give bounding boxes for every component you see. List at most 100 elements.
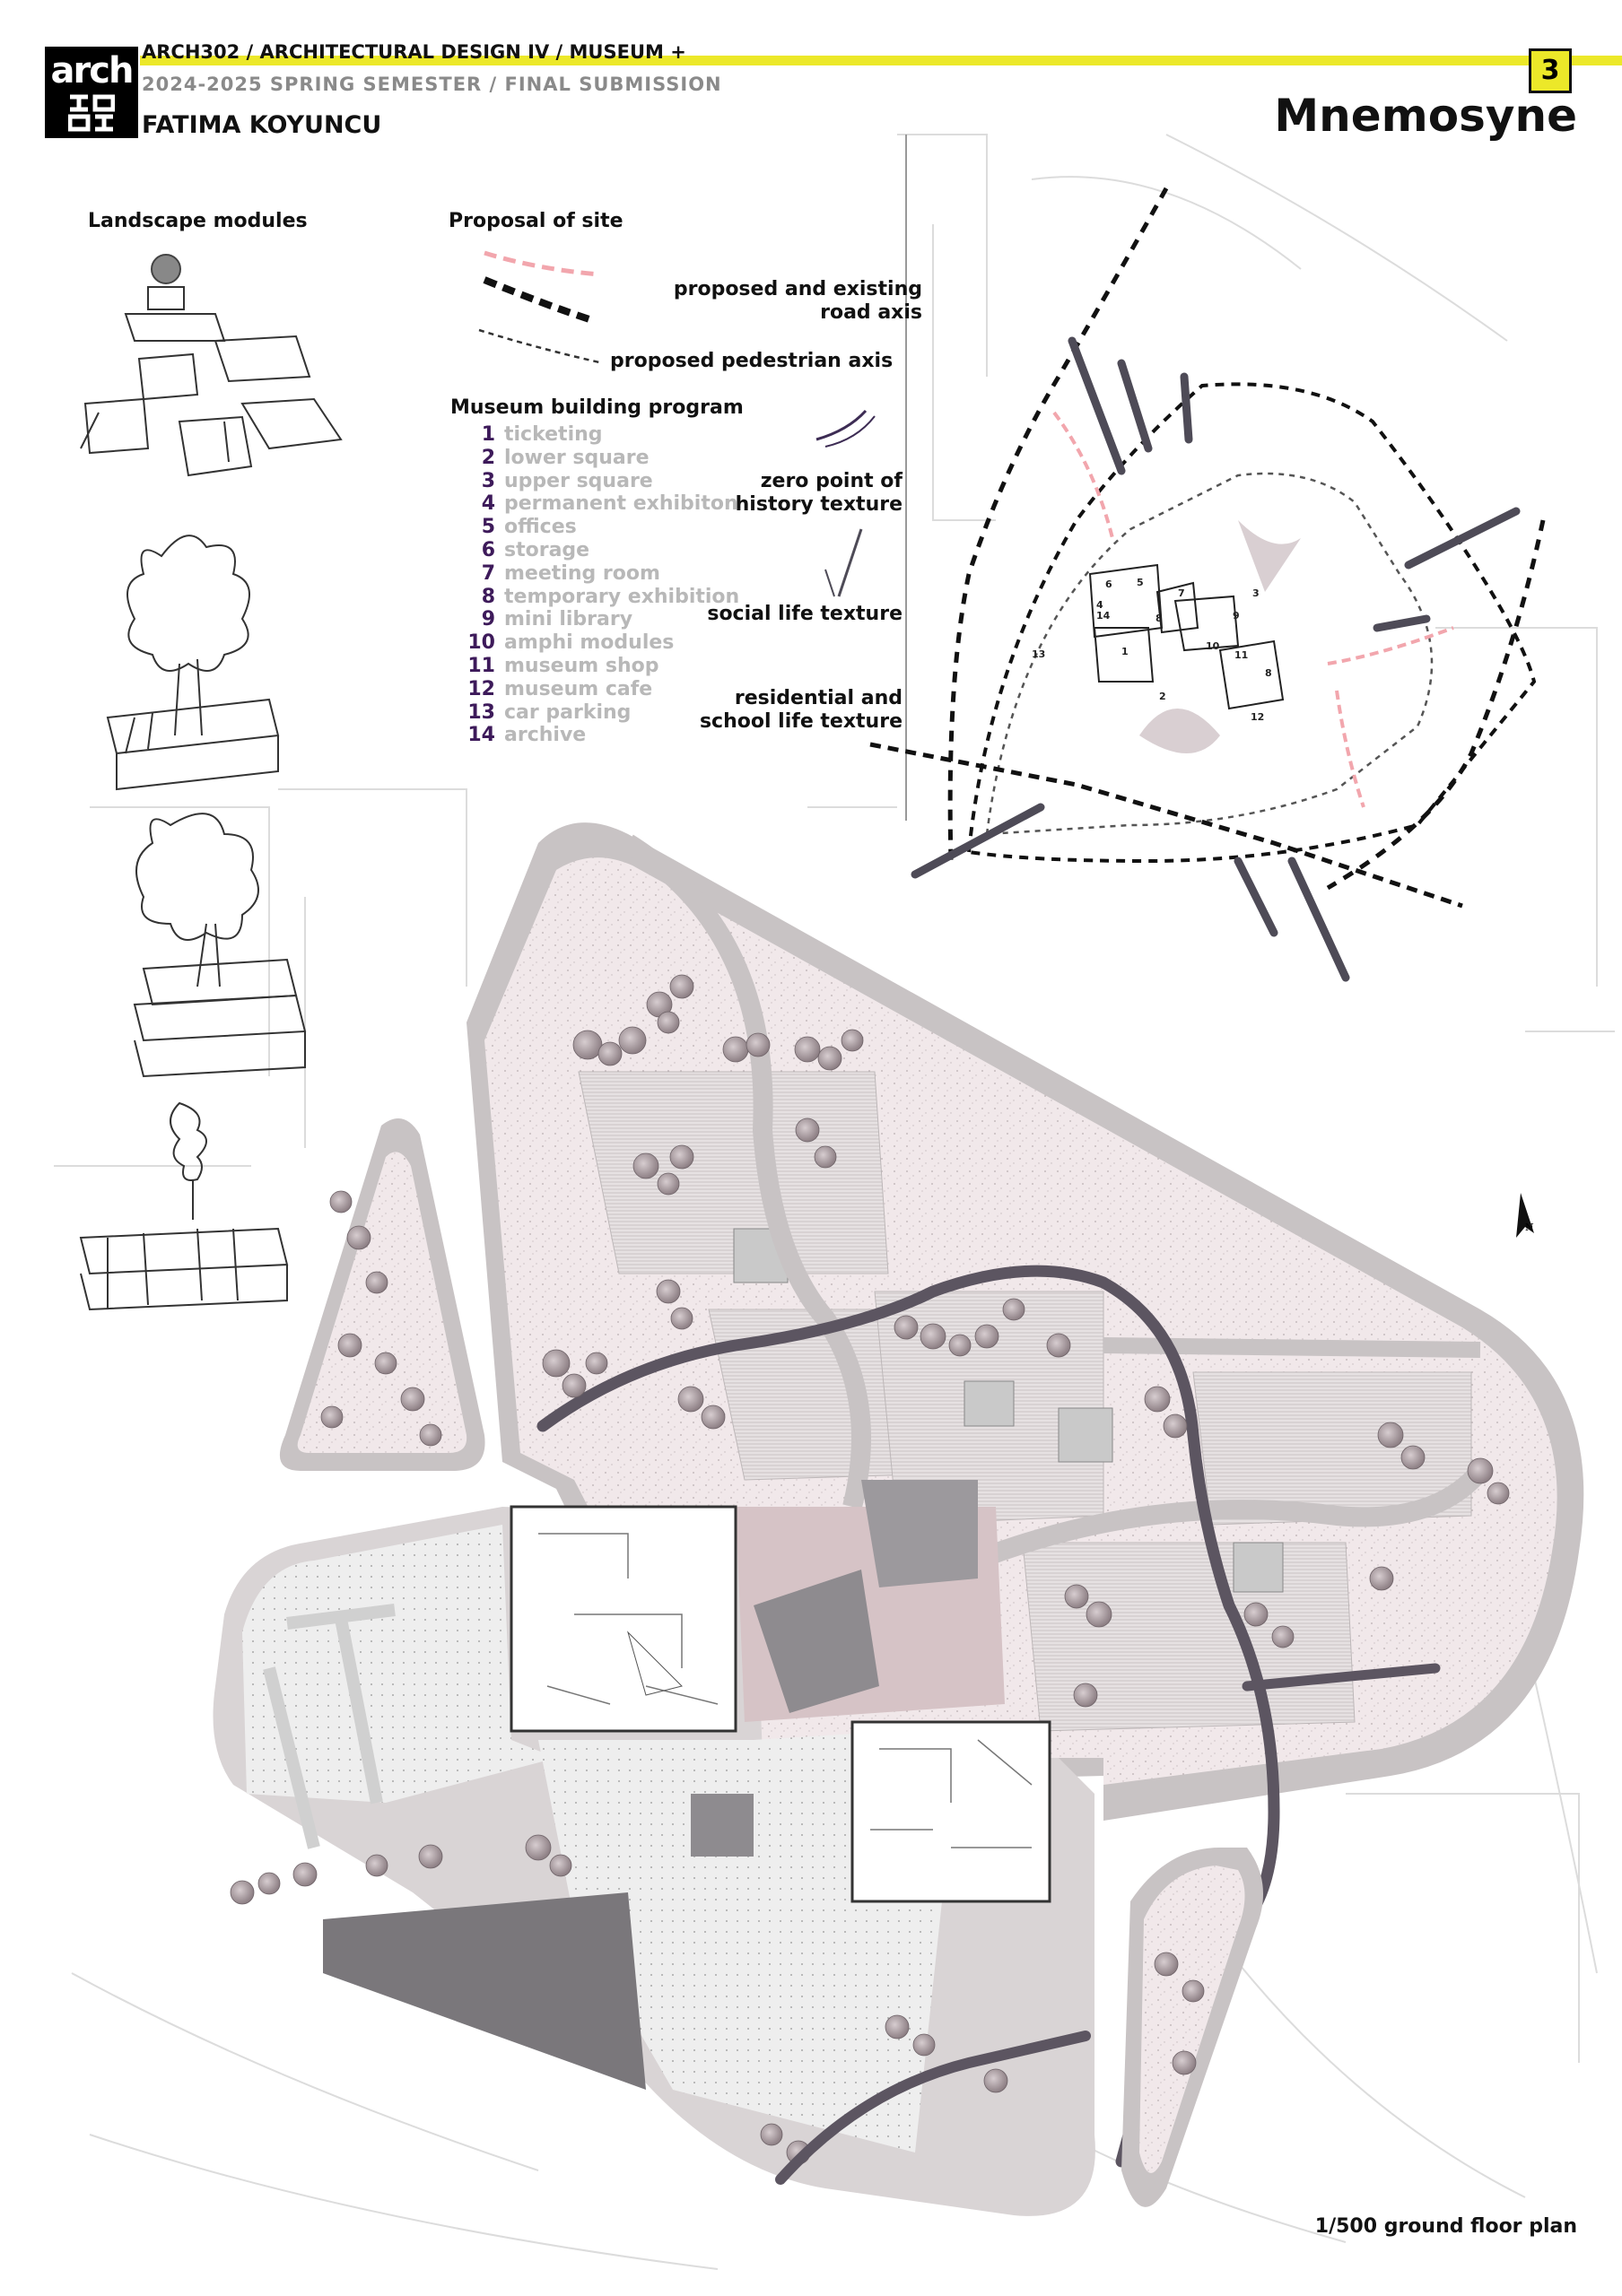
pedestrian-path-3 [1103, 1337, 1481, 1358]
site-number: 2 [1159, 691, 1166, 702]
program-item-label: museum shop [504, 654, 659, 677]
program-item-label: amphi modules [504, 631, 675, 655]
site-number: 10 [1206, 640, 1220, 652]
site-number: 6 [1105, 578, 1112, 590]
module-tree-steps [133, 813, 307, 1078]
program-item-number: 2 [481, 446, 495, 469]
history-texture-line2: history texture [735, 493, 903, 516]
program-item: 11 museum shop [463, 655, 739, 678]
site-number: 4 [1096, 599, 1103, 611]
site-number: 7 [1178, 587, 1185, 599]
central-court-block [691, 1794, 754, 1857]
program-item-number: 8 [481, 585, 495, 608]
semester-label: 2024-2025 SPRING SEMESTER / FINAL SUBMIS… [142, 74, 722, 95]
program-item: 2 lower square [463, 447, 739, 470]
program-title: Museum building program [450, 396, 744, 419]
program-item-label: offices [504, 516, 577, 539]
program-item-label: ticketing [504, 423, 603, 446]
site-number: 5 [1137, 577, 1144, 588]
site-number: 13 [1032, 648, 1046, 660]
history-texture-label: zero point of history texture [736, 470, 903, 517]
main-site-plan [213, 822, 1584, 2216]
project-title: Mnemosyne [1274, 90, 1577, 142]
site-number: 12 [1251, 711, 1265, 723]
sheet-number-badge: 3 [1529, 48, 1572, 93]
deck-4 [1192, 1371, 1472, 1526]
site-number: 9 [1233, 610, 1240, 622]
author-name: FATIMA KOYUNCU [142, 111, 382, 139]
program-item: 6 storage [463, 539, 739, 562]
site-number: 8 [1155, 613, 1163, 624]
parking-islands [263, 1604, 396, 1849]
program-item-number: 1 [481, 423, 495, 446]
site-proposal-diagram [869, 187, 1546, 982]
program-item-number: 10 [467, 631, 495, 655]
north-label: N [1525, 1222, 1534, 1233]
site-number: 8 [1265, 667, 1272, 679]
diagram-squares [1139, 520, 1301, 753]
program-item-label: temporary exhibition [504, 585, 740, 608]
program-item-label: meeting room [504, 561, 660, 585]
header-accent-bar [140, 56, 1622, 65]
proposal-title: Proposal of site [449, 210, 624, 232]
social-texture-icon [824, 528, 863, 597]
dark-path-north [536, 1265, 1280, 2168]
school-logo: arch [45, 47, 138, 138]
lower-court [754, 1570, 879, 1713]
north-arrow [1516, 1193, 1534, 1238]
program-item-label: mini library [504, 608, 633, 631]
program-item-label: museum cafe [504, 677, 653, 700]
dark-path-south [775, 2031, 1091, 2185]
program-item: 4 permanent exhibiton [463, 492, 739, 516]
road-axis-label-line2: road axis [820, 301, 922, 324]
program-item-number: 13 [467, 700, 495, 724]
landscape-modules-title: Landscape modules [88, 210, 308, 232]
program-item-number: 6 [481, 538, 495, 561]
program-item-label: lower square [504, 446, 650, 469]
square-block-2 [964, 1380, 1015, 1427]
car-parking-area [242, 1525, 556, 1803]
program-item-label: storage [504, 538, 590, 561]
program-item: 14 archive [463, 724, 739, 747]
program-item-label: archive [504, 724, 587, 747]
history-texture-icon [815, 409, 876, 448]
program-item-label: permanent exhibiton [504, 492, 738, 516]
history-texture-line1: zero point of [760, 470, 903, 492]
tree-groups [230, 974, 1510, 2165]
central-plaza [538, 1731, 942, 2152]
program-item-number: 4 [481, 492, 495, 516]
site-number: 3 [1252, 587, 1260, 599]
site-number: 1 [1121, 646, 1129, 657]
deck-5 [1022, 1542, 1356, 1732]
road-axis-legend-icon [483, 250, 600, 325]
proposed-road-west [1052, 411, 1114, 539]
site-number: 14 [1096, 610, 1111, 622]
building-west [510, 1505, 737, 1733]
pedestrian-path-1 [623, 834, 871, 1509]
texture-arrows [911, 336, 1521, 982]
pedestrian-axis-legend-icon [478, 328, 600, 364]
program-item-number: 5 [481, 516, 495, 539]
scale-label: 1/500 ground floor plan [1314, 2215, 1577, 2238]
south-court [323, 1892, 646, 2090]
east-road-axis [1326, 519, 1546, 891]
square-block-3 [1058, 1407, 1113, 1463]
logo-glyph-icon [68, 94, 115, 132]
program-item-label: car parking [504, 700, 632, 724]
north-road-axis [947, 187, 1169, 862]
program-item-number: 14 [467, 724, 495, 747]
social-texture-label: social life texture [707, 603, 903, 625]
program-item-label: upper square [504, 469, 653, 492]
residential-texture-line1: residential and [734, 687, 903, 709]
logo-text: arch [50, 50, 135, 91]
inner-ring [985, 472, 1434, 836]
west-island-planting [297, 1152, 467, 1453]
site-number: 11 [1234, 649, 1249, 661]
program-item-number: 9 [481, 608, 495, 631]
residential-texture-label: residential and school life texture [700, 687, 903, 734]
program-item-number: 11 [467, 654, 495, 677]
